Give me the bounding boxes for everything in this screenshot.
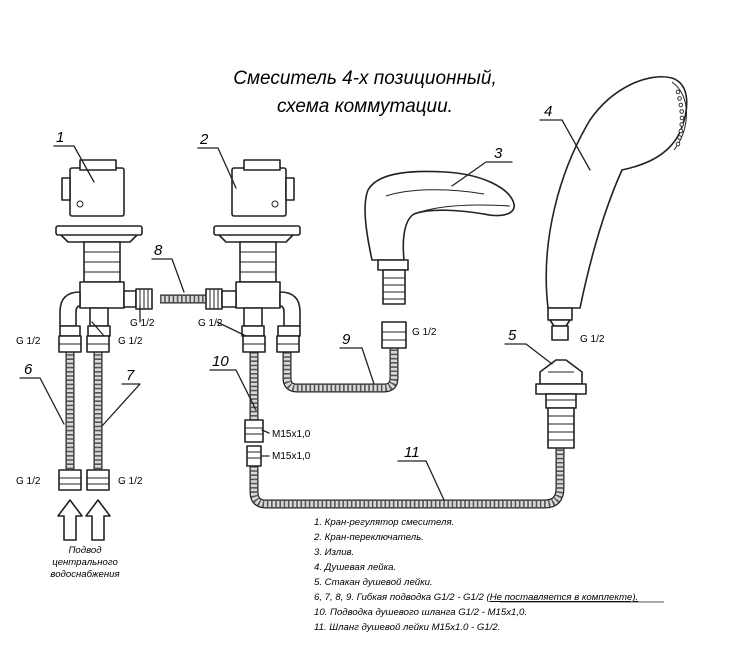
- callout-9: 9: [342, 331, 351, 348]
- legend-item-3: 3. Излив.: [314, 547, 354, 558]
- nozzle-hole: [675, 141, 681, 147]
- hose-9: [282, 348, 399, 393]
- legend-item-4: 4. Душевая лейка.: [314, 562, 396, 573]
- thread-labels: G 1/2 G 1/2 G 1/2 G 1/2 G 1/2 G 1/2 G 1/…: [16, 318, 605, 487]
- spout-3: [364, 170, 515, 349]
- legend-item-6-text: 6, 7, 8, 9. Гибкая подводка G1/2 - G1/2: [314, 592, 487, 603]
- fittings-left-bottom: [58, 469, 110, 491]
- valve-switch-2: [205, 159, 301, 337]
- hoses: [65, 294, 565, 509]
- callout-11: 11: [404, 444, 420, 461]
- legend-item-11: 11. Шланг душевой лейки M15x1.0 - G1/2.: [314, 622, 500, 633]
- nozzle-hole: [678, 102, 684, 108]
- supply-line-1: Подвод: [68, 545, 101, 556]
- shower-holder-5: [535, 359, 587, 449]
- nozzle-hole: [679, 115, 685, 121]
- nozzle-hole: [679, 122, 684, 127]
- callout-1: 1: [56, 129, 64, 146]
- hose-11: [249, 448, 565, 509]
- nozzle-hole: [677, 96, 682, 101]
- label-g-left-top-2: G 1/2: [118, 336, 143, 347]
- title-line-2: схема коммутации.: [277, 96, 453, 117]
- legend-item-10: 10. Подводка душевого шланга G1/2 - M15x…: [314, 607, 527, 618]
- legend: 1. Кран-регулятор смесителя. 2. Кран-пер…: [313, 517, 664, 633]
- valve-regulator-1: [55, 159, 153, 337]
- callout-6: 6: [24, 361, 33, 378]
- fittings-m15: [244, 419, 264, 467]
- nozzle-hole: [679, 109, 684, 114]
- supply-text: Подвод центрального водоснабжения: [50, 545, 119, 580]
- callout-8: 8: [154, 242, 163, 259]
- label-m15-2: M15x1,0: [272, 451, 311, 462]
- label-g-mid-2: G 1/2: [198, 318, 223, 329]
- legend-item-6-note: (Не поставляется в комплекте).: [487, 592, 639, 603]
- callout-3: 3: [494, 145, 503, 162]
- label-g-left-bottom-2: G 1/2: [118, 476, 143, 487]
- nozzle-hole: [675, 89, 681, 95]
- label-g-spout: G 1/2: [412, 327, 437, 338]
- label-g-shower: G 1/2: [580, 334, 605, 345]
- callout-leaders: [19, 119, 591, 501]
- label-m15-1: M15x1,0: [272, 429, 311, 440]
- callout-10: 10: [212, 353, 229, 370]
- fittings-left-top: [58, 335, 110, 353]
- legend-item-1: 1. Кран-регулятор смесителя.: [314, 517, 454, 528]
- label-g-left-bottom: G 1/2: [16, 476, 41, 487]
- title-line-1: Смеситель 4-х позиционный,: [233, 68, 497, 89]
- supply-line-2: центрального: [52, 557, 118, 568]
- nozzle-hole: [677, 135, 682, 140]
- shower-nozzles: [675, 89, 685, 147]
- callout-numbers: 1 2 3 4 5 6 7 8 9 10 11: [24, 103, 552, 461]
- shower-head-4: [545, 76, 688, 341]
- legend-item-6: 6, 7, 8, 9. Гибкая подводка G1/2 - G1/2 …: [314, 592, 638, 603]
- supply-arrows: [57, 499, 111, 541]
- callout-4: 4: [544, 103, 552, 120]
- label-g-left-top: G 1/2: [16, 336, 41, 347]
- supply-line-3: водоснабжения: [50, 569, 119, 580]
- callout-5: 5: [508, 327, 517, 344]
- nozzle-hole: [678, 128, 684, 134]
- callout-2: 2: [199, 131, 209, 148]
- fittings-mid: [242, 335, 300, 353]
- legend-item-2: 2. Кран-переключатель.: [313, 532, 424, 543]
- legend-item-5: 5. Стакан душевой лейки.: [314, 577, 433, 588]
- label-g-mid-1: G 1/2: [130, 318, 155, 329]
- callout-7: 7: [126, 367, 135, 384]
